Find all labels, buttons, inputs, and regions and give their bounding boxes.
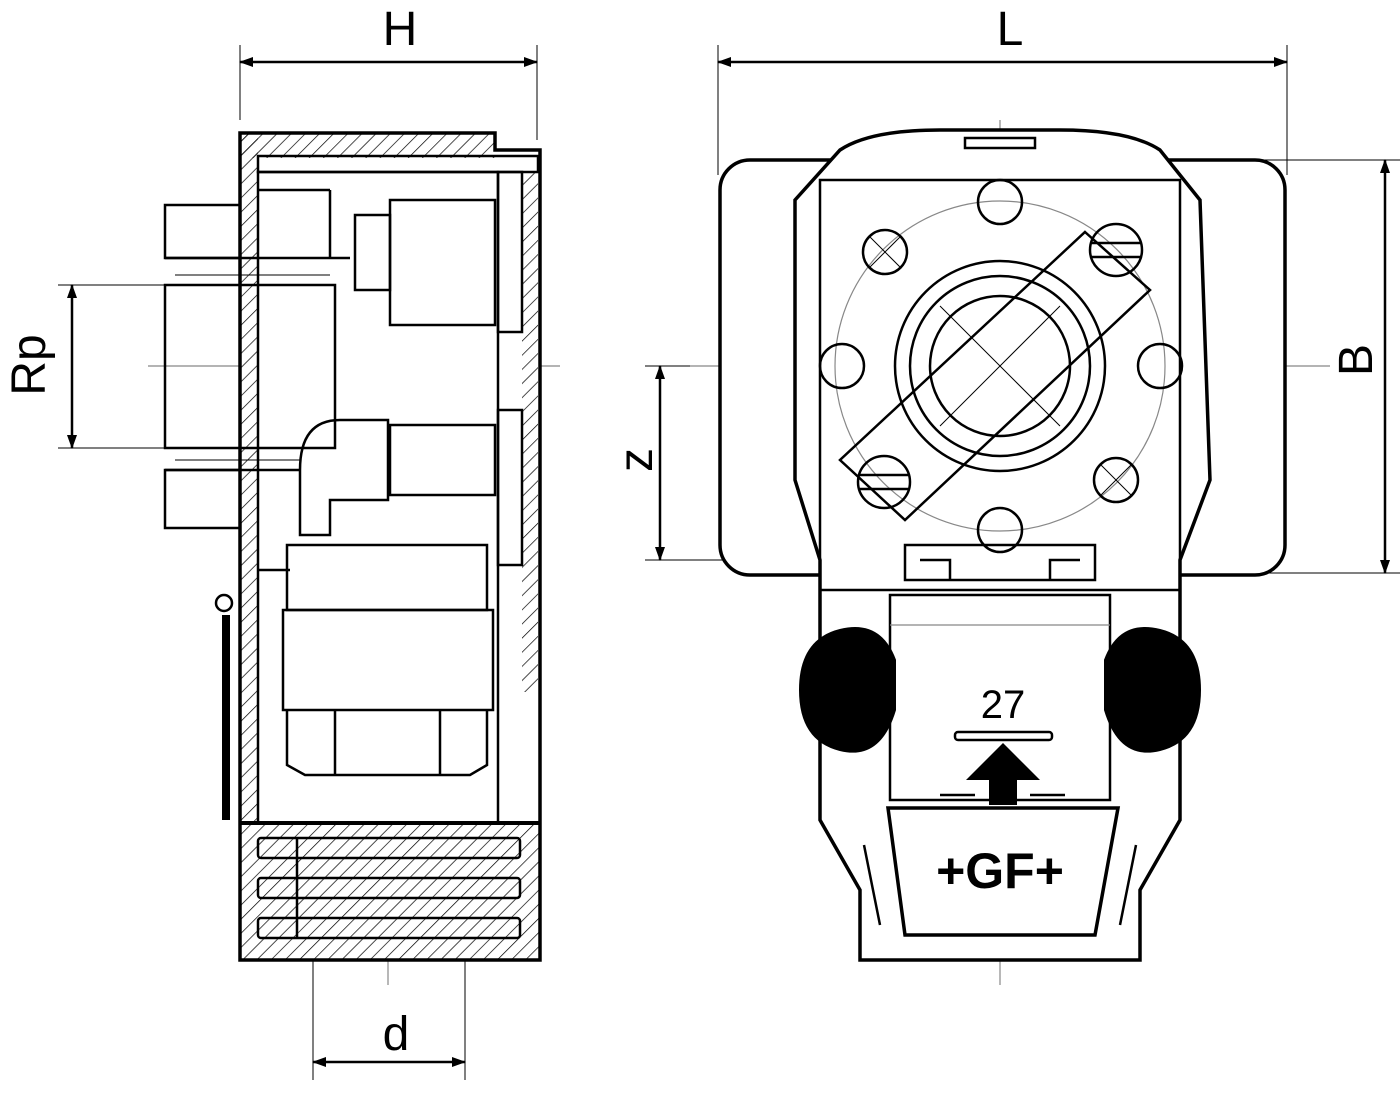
dimension-h: H bbox=[239, 3, 538, 140]
dimension-label-z: z bbox=[610, 448, 663, 472]
front-view: L B z bbox=[610, 3, 1400, 985]
dimension-label-h: H bbox=[383, 3, 418, 56]
dimension-label-d: d bbox=[383, 1008, 410, 1061]
size-marking: 27 bbox=[981, 683, 1026, 727]
dimension-label-rp: Rp bbox=[3, 334, 56, 395]
dimension-label-l: L bbox=[997, 3, 1024, 56]
dimension-l: L bbox=[717, 3, 1288, 175]
brand-logo: +GF+ bbox=[936, 843, 1064, 899]
dimension-rp: Rp bbox=[3, 284, 175, 449]
flow-direction-icon bbox=[966, 743, 1040, 805]
dimension-b: B bbox=[1260, 159, 1400, 574]
dimension-label-b: B bbox=[1330, 344, 1383, 376]
bolt-holes bbox=[818, 178, 1184, 554]
section-view: H Rp d bbox=[3, 3, 560, 1080]
